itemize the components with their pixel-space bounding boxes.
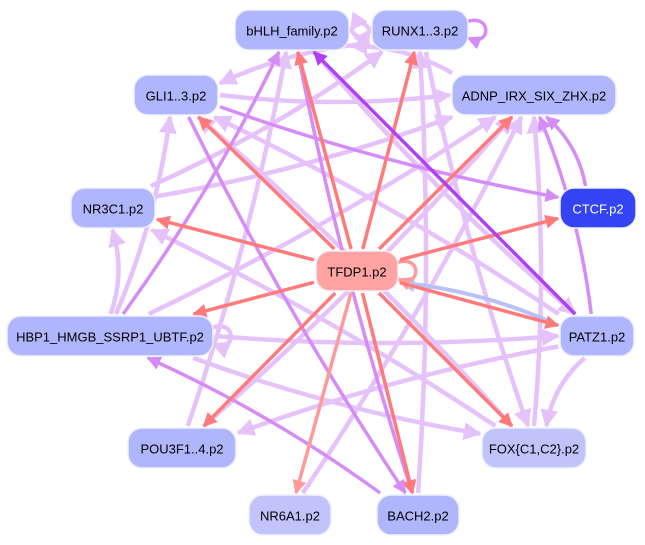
node-runx[interactable]: RUNX1..3.p2 (371, 9, 469, 51)
node-hbp1[interactable]: HBP1_HMGB_SSRP1_UBTF.p2 (6, 315, 214, 357)
node-box[interactable] (376, 494, 460, 536)
node-bach2[interactable]: BACH2.p2 (376, 494, 460, 536)
edge-tfdp1-to-runx (361, 50, 418, 250)
edge-adnp-to-bhlh (349, 36, 454, 75)
node-box[interactable] (6, 315, 214, 357)
edge-tfdp1-to-ctcf (399, 214, 560, 262)
node-label: CTCF.p2 (572, 202, 623, 217)
edge-tfdp1-to-nr6a1 (292, 292, 353, 495)
edge-hbp1-to-fox (192, 355, 482, 440)
edge-nr3c1-to-adnp (156, 114, 454, 199)
edge-patz1-to-tfdp1 (398, 276, 559, 328)
node-label: bHLH_family.p2 (246, 24, 338, 39)
edge-tfdp1-to-hbp1 (192, 280, 315, 318)
node-box[interactable] (559, 187, 637, 229)
node-nr6a1[interactable]: NR6A1.p2 (248, 494, 332, 536)
edge-fox-to-adnp (526, 115, 545, 427)
node-box[interactable] (248, 494, 332, 536)
edge-nr3c1-to-runx (150, 50, 384, 189)
node-ctcf[interactable]: CTCF.p2 (559, 187, 637, 229)
edge-patz1-to-pou3f (236, 344, 559, 436)
edge-tfdp1-to-bhlh (294, 50, 353, 250)
edge-tfdp1-to-pou3f (202, 291, 337, 428)
edge-patz1-to-fox (540, 356, 587, 428)
node-box[interactable] (451, 74, 617, 116)
edge-tfdp1-to-fox (377, 291, 514, 428)
edge-runx-to-runx (465, 18, 488, 50)
edge-bach2-to-runx (411, 50, 430, 494)
node-adnp[interactable]: ADNP_IRX_SIX_ZHX.p2 (451, 74, 617, 116)
node-box[interactable] (133, 74, 219, 116)
edge-bach2-to-hbp1 (146, 356, 382, 495)
node-label: TFDP1.p2 (327, 265, 386, 280)
edge-hbp1-to-patz1 (214, 328, 560, 347)
node-tfdp1[interactable]: TFDP1.p2 (315, 250, 399, 292)
edge-hbp1-to-bhlh (121, 50, 281, 316)
node-label: HBP1_HMGB_SSRP1_UBTF.p2 (16, 330, 204, 345)
edge-ctcf-to-adnp (545, 115, 588, 187)
node-box[interactable] (234, 9, 350, 51)
node-box[interactable] (127, 427, 237, 469)
edge-tfdp1-to-nr3c1 (155, 215, 315, 262)
edge-tfdp1-to-patz1 (399, 280, 560, 329)
node-fox[interactable]: FOX{C1,C2}.p2 (481, 427, 587, 469)
node-bhlh[interactable]: bHLH_family.p2 (234, 9, 350, 51)
edge-gli-to-bach2 (187, 116, 407, 495)
node-label: POU3F1..4.p2 (140, 442, 223, 457)
node-pou3f[interactable]: POU3F1..4.p2 (127, 427, 237, 469)
node-box[interactable] (371, 9, 469, 51)
edge-bhlh-to-runx (349, 28, 372, 49)
node-box[interactable] (70, 187, 156, 229)
edge-tfdp1-to-tfdp1 (395, 259, 418, 291)
node-patz1[interactable]: PATZ1.p2 (559, 315, 635, 357)
node-label: ADNP_IRX_SIX_ZHX.p2 (462, 89, 607, 104)
edge-patz1-to-bhlh (312, 50, 577, 316)
node-gli[interactable]: GLI1..3.p2 (133, 74, 219, 116)
node-box[interactable] (559, 315, 635, 357)
edge-hbp1-to-nr3c1 (108, 228, 126, 315)
node-nr3c1[interactable]: NR3C1.p2 (70, 187, 156, 229)
node-label: NR3C1.p2 (83, 202, 144, 217)
node-label: NR6A1.p2 (260, 509, 320, 524)
edge-tfdp1-to-gli (197, 115, 336, 251)
edge-fox-to-nr3c1 (149, 227, 497, 428)
edge-runx-to-bhlh (349, 11, 372, 32)
edge-hbp1-to-adnp (147, 115, 497, 317)
node-label: BACH2.p2 (387, 509, 448, 524)
node-box[interactable] (481, 427, 587, 469)
node-label: GLI1..3.p2 (146, 89, 207, 104)
edge-nr6a1-to-adnp (300, 115, 524, 495)
node-label: PATZ1.p2 (569, 330, 626, 345)
edge-patz1-to-gli (212, 114, 560, 316)
edge-tfdp1-to-bach2 (360, 292, 417, 495)
node-box[interactable] (315, 250, 399, 292)
node-label: RUNX1..3.p2 (382, 24, 459, 39)
node-label: FOX{C1,C2}.p2 (489, 442, 579, 457)
